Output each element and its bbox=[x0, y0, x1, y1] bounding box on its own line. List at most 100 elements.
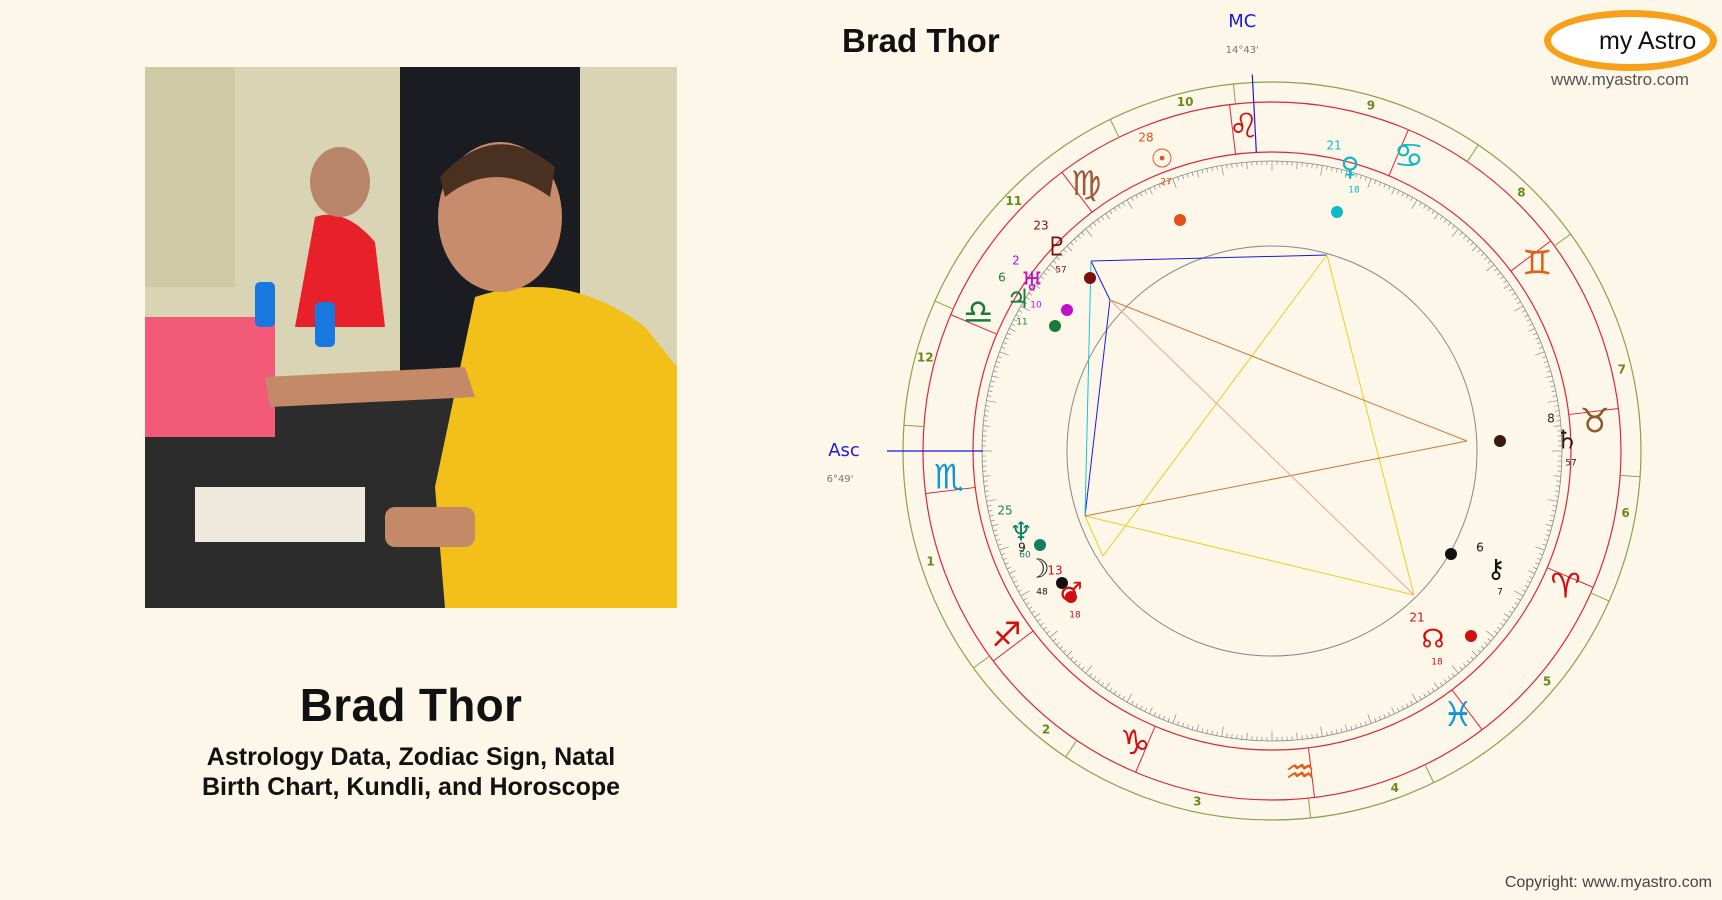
degree-tick bbox=[1074, 238, 1078, 243]
degree-tick bbox=[991, 523, 999, 527]
degree-tick bbox=[989, 515, 994, 517]
planet-pluto-marker bbox=[1084, 272, 1096, 284]
house-divider bbox=[973, 655, 990, 669]
degree-tick bbox=[1063, 649, 1067, 653]
degree-tick bbox=[1471, 650, 1478, 657]
subtitle-line-2: Birth Chart, Kundli, and Horoscope bbox=[201, 773, 621, 801]
degree-tick bbox=[1311, 163, 1313, 168]
house-divider bbox=[903, 424, 924, 428]
planet-jupiter-icon: ♃ bbox=[1006, 285, 1029, 315]
degree-tick bbox=[1554, 495, 1559, 497]
degree-tick bbox=[1503, 280, 1507, 284]
house-divider bbox=[1424, 764, 1435, 783]
planet-neptune-minute: 60 bbox=[1019, 551, 1031, 561]
degree-tick bbox=[1182, 722, 1184, 727]
degree-tick bbox=[1427, 207, 1431, 212]
planet-neptune-icon: ♆ bbox=[1009, 518, 1032, 548]
planet-mars-degree: 13 bbox=[1047, 564, 1062, 578]
house-divider bbox=[934, 300, 954, 310]
degree-tick bbox=[1378, 182, 1381, 186]
mc-label: MC bbox=[1228, 11, 1256, 32]
planet-uranus-degree: 2 bbox=[1012, 254, 1020, 268]
aspect-line bbox=[1084, 299, 1111, 517]
degree-tick bbox=[1004, 562, 1009, 565]
degree-tick bbox=[1140, 192, 1143, 197]
degree-tick bbox=[1052, 638, 1057, 642]
degree-tick bbox=[1081, 666, 1085, 671]
degree-tick bbox=[1066, 650, 1073, 657]
aspect-line bbox=[1102, 254, 1328, 557]
degree-tick bbox=[1118, 693, 1121, 698]
degree-tick bbox=[1034, 613, 1041, 618]
chart-title: Brad Thor bbox=[842, 22, 1000, 59]
degree-tick bbox=[1135, 194, 1138, 199]
degree-tick bbox=[1331, 167, 1333, 172]
degree-tick bbox=[1391, 707, 1395, 714]
degree-tick bbox=[1221, 726, 1224, 737]
sign-divider bbox=[950, 314, 997, 335]
site-url[interactable]: www.myastro.com bbox=[1551, 70, 1689, 89]
house-divider bbox=[1590, 592, 1610, 602]
degree-tick bbox=[1447, 222, 1451, 226]
degree-tick bbox=[985, 405, 990, 407]
house-divider bbox=[1109, 119, 1120, 138]
planet-mars-icon: ♂ bbox=[1059, 578, 1082, 608]
degree-tick bbox=[1535, 351, 1545, 356]
degree-tick bbox=[1043, 272, 1047, 276]
degree-tick bbox=[1545, 534, 1550, 537]
degree-tick bbox=[1508, 288, 1513, 292]
degree-tick bbox=[999, 546, 1009, 551]
degree-tick bbox=[1006, 567, 1011, 570]
sign-aquarius-icon: ♒ bbox=[1285, 752, 1315, 792]
degree-tick bbox=[1037, 618, 1041, 622]
degree-tick bbox=[1552, 395, 1557, 397]
degree-tick bbox=[1497, 272, 1501, 276]
degree-tick bbox=[1526, 319, 1531, 322]
degree-tick bbox=[1153, 712, 1156, 717]
degree-tick bbox=[1140, 705, 1143, 710]
degree-tick bbox=[1411, 199, 1418, 209]
degree-tick bbox=[1113, 207, 1117, 212]
degree-tick bbox=[1535, 562, 1540, 565]
house-number-2: 2 bbox=[1042, 722, 1050, 736]
degree-tick bbox=[1049, 264, 1058, 272]
degree-tick bbox=[990, 519, 995, 522]
degree-tick bbox=[1191, 725, 1194, 730]
degree-tick bbox=[1439, 682, 1443, 686]
sign-divider bbox=[1451, 689, 1483, 731]
degree-tick bbox=[1056, 256, 1060, 260]
degree-tick bbox=[993, 529, 998, 532]
degree-tick bbox=[1331, 730, 1333, 735]
house-divider bbox=[1554, 233, 1571, 247]
sign-divider bbox=[1547, 567, 1594, 588]
degree-tick bbox=[1367, 178, 1372, 188]
degree-tick bbox=[1186, 724, 1189, 729]
sign-divider bbox=[1135, 726, 1156, 773]
degree-tick bbox=[1524, 585, 1529, 588]
degree-tick bbox=[1516, 598, 1521, 601]
degree-tick bbox=[1516, 301, 1521, 304]
degree-tick bbox=[1149, 188, 1153, 195]
degree-tick bbox=[1447, 676, 1451, 680]
degree-tick bbox=[1040, 622, 1044, 626]
degree-tick bbox=[1542, 356, 1547, 359]
degree-tick bbox=[1149, 707, 1153, 714]
degree-tick bbox=[1158, 183, 1161, 188]
sign-capricorn-icon: ♑ bbox=[1120, 723, 1150, 763]
degree-tick bbox=[1535, 546, 1545, 551]
degree-tick bbox=[1533, 332, 1538, 335]
house-number-12: 12 bbox=[917, 351, 934, 365]
degree-tick bbox=[1524, 314, 1529, 317]
degree-tick bbox=[1355, 173, 1358, 178]
degree-tick bbox=[1431, 687, 1435, 692]
degree-tick bbox=[1025, 297, 1030, 300]
planet-jupiter-marker bbox=[1049, 320, 1061, 332]
myastro-logo[interactable]: my Astro bbox=[1544, 10, 1717, 71]
degree-tick bbox=[1388, 185, 1391, 190]
sign-virgo-icon: ♍ bbox=[1071, 164, 1101, 204]
degree-tick bbox=[1246, 162, 1248, 170]
aspect-line bbox=[1084, 260, 1092, 517]
degree-tick bbox=[1034, 284, 1041, 289]
degree-tick bbox=[1003, 342, 1007, 345]
